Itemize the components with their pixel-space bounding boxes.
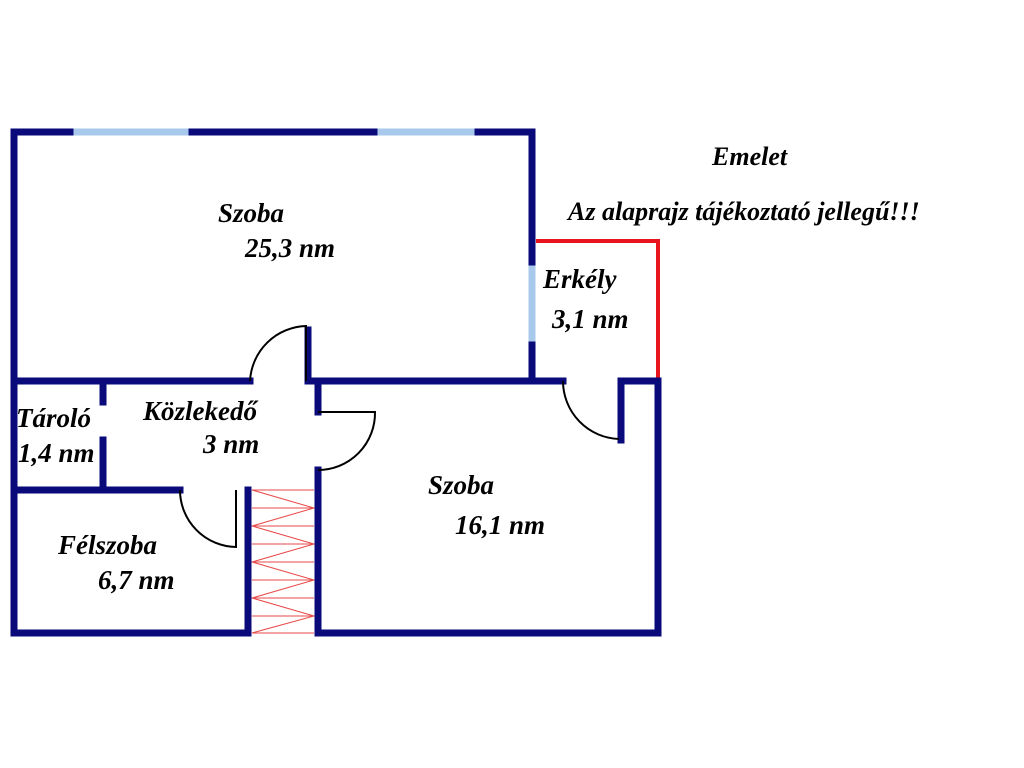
balcony-railing <box>536 239 660 381</box>
room-name-felszoba: Félszoba <box>57 530 157 560</box>
door-balcony <box>562 380 620 440</box>
door-swings <box>179 324 620 549</box>
title: Emelet <box>711 142 788 171</box>
staircase <box>250 489 316 634</box>
room-area-szoba-small: 16,1 nm <box>455 510 545 540</box>
door-big-room <box>249 324 307 382</box>
disclaimer-note: Az alaprajz tájékoztató jellegű!!! <box>566 197 920 226</box>
walls <box>10 128 662 637</box>
room-name-erkely: Erkély <box>542 264 618 294</box>
labels: Emelet Az alaprajz tájékoztató jellegű!!… <box>16 142 920 595</box>
room-name-szoba-big: Szoba <box>218 198 284 228</box>
room-area-erkely: 3,1 nm <box>551 304 629 334</box>
room-area-felszoba: 6,7 nm <box>98 565 175 595</box>
room-name-szoba-small: Szoba <box>428 470 494 500</box>
room-name-tarolo: Tároló <box>16 403 91 433</box>
windows <box>70 128 536 345</box>
room-area-szoba-big: 25,3 nm <box>244 233 335 263</box>
room-name-kozlekedo: Közlekedő <box>142 396 258 426</box>
door-felszoba <box>179 489 237 549</box>
room-area-tarolo: 1,4 nm <box>18 438 95 468</box>
room-area-kozlekedo: 3 nm <box>202 429 259 459</box>
door-small-room <box>317 411 377 471</box>
